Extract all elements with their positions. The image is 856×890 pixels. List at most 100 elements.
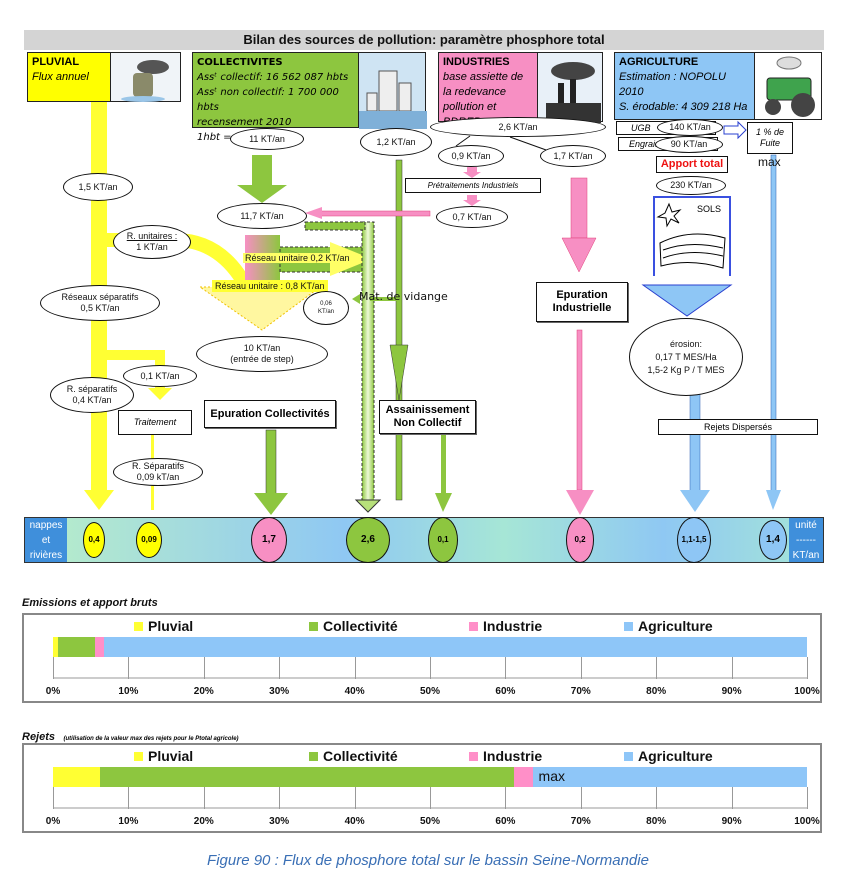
industrie-shaft [570, 177, 588, 239]
bar-segment-agriculture [532, 767, 807, 787]
chart-rejets-subtitle: (utilisation de la valeur max des rejets… [63, 736, 239, 742]
bar-segment-agriculture [103, 637, 807, 657]
agriculture-line-2: S. érodable: 4 309 218 Ha [619, 101, 748, 113]
assainissement-nc-line-1: Assainissement [385, 404, 470, 416]
r-separatifs-009-value: 0,09 kT/an [136, 472, 180, 482]
flow-01-ellipse: 0,1 KT/an [123, 365, 197, 387]
bar-segment-pluvial [53, 767, 100, 787]
bar-segment-industrie [95, 637, 104, 657]
r-separatifs-04-ellipse: R. séparatifs 0,4 KT/an [50, 377, 134, 413]
vidange-006-ellipse: 0,06 KT/an [303, 291, 349, 325]
epuration-industrielle-line-1: Epuration [556, 289, 608, 301]
figure-caption: Figure 90 : Flux de phosphore total sur … [207, 852, 649, 869]
legend-swatch [309, 621, 318, 631]
legend-item-agriculture: Agriculture [624, 618, 713, 634]
pluvial-arrowhead [84, 490, 114, 510]
river-node-industrie: 0,2 [566, 517, 594, 563]
engrais-value-ellipse: 90 KT/an [655, 136, 723, 153]
legend-item-pluvial: Pluvial [134, 618, 193, 634]
chart-rejets-title: Rejets [22, 731, 56, 743]
vidange-006-value: 0,06 [320, 301, 332, 307]
traitement-box: Traitement [118, 410, 192, 435]
r-separatifs-04-value: 0,4 KT/an [72, 395, 112, 405]
rejets-disperses-label: Rejets Dispersés [703, 421, 773, 432]
r-separatifs-009-ellipse: R. Séparatifs 0,09 kT/an [113, 458, 203, 486]
legend-item-collectivit: Collectivité [309, 748, 398, 764]
fuite-shaft [770, 154, 777, 493]
assainissement-nc-box: Assainissement Non Collectif [379, 400, 476, 434]
city-buildings-icon [358, 52, 427, 129]
river-right-line-3: KT/an [792, 549, 820, 561]
erosion-ellipse: érosion: 0,17 T MES/Ha 1,5-2 Kg P / T ME… [629, 318, 743, 396]
x-tick-label: 40% [344, 816, 365, 827]
x-tick-label: 70% [570, 686, 591, 697]
apport-total-ellipse: 230 KT/an [656, 176, 726, 195]
river-right-label: unité ------ KT/an [789, 518, 823, 562]
bar-segment-collectivit [57, 637, 96, 657]
reseaux-separatifs-label: Réseaux séparatifs [61, 292, 139, 302]
bar-segment-industrie [514, 767, 533, 787]
x-tick-label: 60% [495, 686, 516, 697]
pretraitements-label: Prétraitements Industriels [427, 181, 519, 190]
legend-swatch [624, 621, 633, 631]
x-tick-label: 100% [794, 686, 820, 697]
reseaux-separatifs-ellipse: Réseaux séparatifs 0,5 KT/an [40, 285, 160, 321]
flow-01-value: 0,1 KT/an [140, 370, 180, 381]
industries-heading: INDUSTRIES [443, 56, 510, 68]
pluvial-box: PLUVIAL Flux annuel [27, 52, 111, 102]
sols-label: SOLS [697, 204, 722, 214]
river-node-collectivit: 2,6 [346, 517, 390, 563]
x-tick-label: 90% [721, 686, 742, 697]
x-tick-label: 50% [419, 816, 441, 827]
engrais-value: 90 KT/an [670, 139, 708, 149]
river-left-line-2: et [41, 534, 51, 546]
reseaux-separatifs-value: 0,5 KT/an [80, 303, 120, 313]
legend-item-collectivit: Collectivité [309, 618, 398, 634]
r-unitaires-ellipse: R. unitaires : 1 KT/an [113, 225, 191, 259]
legend-label: Industrie [483, 748, 543, 764]
gridline [580, 787, 582, 809]
fuite-box: 1 % de Fuite [747, 122, 793, 154]
x-tick-label: 10% [118, 686, 139, 697]
x-tick-label: 10% [118, 816, 139, 827]
legend-label: Collectivité [323, 748, 398, 764]
gridline [731, 787, 733, 809]
industrie-26-ellipse: 2,6 KT/an [430, 117, 606, 137]
gridline [279, 657, 281, 679]
epuration-collectivites-box: Epuration Collectivités [204, 400, 336, 428]
x-tick-label: 30% [269, 816, 290, 827]
collectivites-box: COLLECTIVITES Assᵗ collectif: 16 562 087… [192, 52, 359, 143]
rain-umbrella-icon [110, 52, 181, 102]
x-tick-label: 30% [269, 686, 290, 697]
gridline [203, 787, 205, 809]
ugb-label: UGB [631, 122, 651, 133]
legend-swatch [134, 621, 143, 631]
agriculture-box: AGRICULTURE Estimation : NOPOLU 2010 S. … [614, 52, 755, 120]
collectif-117-value: 11,7 KT/an [240, 210, 284, 221]
apport-total-label: Apport total [660, 158, 724, 170]
gridline [354, 657, 356, 679]
r-unitaires-value: 1 KT/an [136, 242, 168, 252]
reseau-unitaire-02-label: Réseau unitaire 0,2 KT/an [243, 253, 352, 263]
gridline [128, 787, 130, 809]
epuration-industrielle-box: Epuration Industrielle [536, 282, 628, 322]
step-triangle [198, 286, 322, 331]
legend-label: Collectivité [323, 618, 398, 634]
tractor-icon [754, 52, 822, 120]
gridline [203, 657, 205, 679]
gridline [656, 787, 658, 809]
diagram-title: Bilan des sources de pollution: paramètr… [24, 30, 824, 50]
pluvial-flow-value: 1,5 KT/an [78, 181, 118, 192]
sols-box: SOLS [653, 196, 731, 276]
agriculture-line-1: Estimation : NOPOLU 2010 [619, 71, 726, 98]
entree-step-ellipse: 10 KT/an (entrée de step) [196, 336, 328, 372]
x-tick-label: 20% [193, 816, 214, 827]
traitement-label: Traitement [133, 417, 177, 427]
collectif-11-value: 11 KT/an [249, 133, 285, 144]
industrie-07-ellipse: 0,7 KT/an [436, 206, 508, 228]
collectivites-line-1: Assᵗ collectif: 16 562 087 hbts [197, 72, 349, 83]
pluvial-flow-ellipse: 1,5 KT/an [63, 173, 133, 201]
non-collectif-12-ellipse: 1,2 KT/an [360, 128, 432, 156]
industries-line-2: la redevance [443, 86, 506, 98]
